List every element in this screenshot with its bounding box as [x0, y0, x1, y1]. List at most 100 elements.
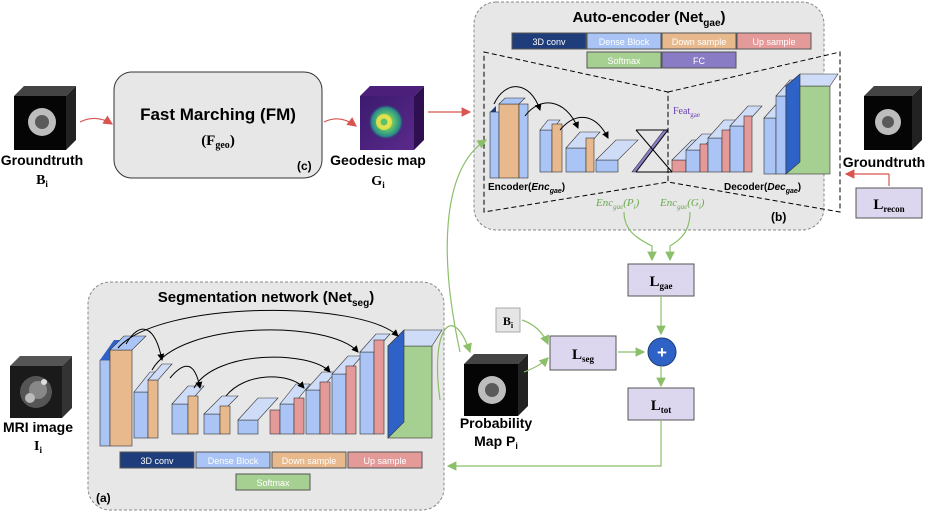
segmentation-title: Segmentation network (Netseg) [158, 289, 374, 309]
l-gae-box [627, 263, 695, 297]
dec-block [729, 105, 763, 173]
arrow-enc-g-to-lgae [665, 211, 691, 262]
b-i-left-label: Bi [36, 173, 48, 189]
seg-softmax-block [373, 329, 443, 439]
l-seg-box [549, 335, 617, 371]
enc-skip-arc [524, 102, 579, 129]
seg-legend-3d-conv-label: 3D conv [140, 456, 174, 466]
arrow-groundtruth-to-fm [79, 115, 114, 125]
enc-block [565, 131, 601, 173]
arrow-ltot-to-segnet [446, 420, 662, 471]
seg-block [133, 363, 173, 439]
legend-3d-conv-label: 3D conv [532, 37, 566, 47]
legend-dense-block-swatch [586, 32, 662, 50]
enc-block [595, 139, 639, 173]
legend-up-sample-label: Up sample [752, 37, 795, 47]
seg-block [171, 385, 205, 435]
encoder-label: Encoder(Encgae) [488, 182, 565, 195]
seg-skip-arc [117, 309, 399, 349]
seg-legend-down-sample [271, 451, 347, 469]
enc-block [489, 106, 500, 179]
bottleneck-line [635, 129, 669, 173]
enc-skip-arc [559, 116, 609, 139]
sum-node [647, 337, 677, 367]
dec-block [707, 119, 739, 173]
enc-block [539, 119, 563, 173]
legend-fc-label: FC [693, 56, 705, 66]
l-recon-box [855, 187, 923, 219]
arrow-prob-to-lseg [523, 357, 549, 373]
legend-dense-block-label: Dense Block [599, 37, 650, 47]
arrow-fm-to-geodesic [323, 117, 357, 127]
groundtruth-right-label: Groundtruth [843, 154, 925, 170]
legend-softmax-swatch [586, 51, 662, 69]
arrow-segnet-to-probmap [436, 325, 472, 401]
seg-skip-arc [193, 356, 331, 389]
fast-marching-tag: (c) [297, 159, 312, 173]
seg-legend-up-sample-label: Up sample [363, 456, 406, 466]
seg-legend-up-sample [347, 451, 423, 469]
i-i-label: Ii [34, 439, 42, 455]
encoder-blocks [489, 86, 673, 179]
legend-3d-conv-swatch [511, 32, 587, 50]
autoencoder-legend: 3D conv Dense Block Down sample Up sampl… [511, 32, 812, 69]
legend-down-sample-swatch [661, 32, 737, 50]
probability-map-label: Probability [460, 415, 533, 431]
seg-legend-softmax-label: Softmax [256, 478, 290, 488]
enc-block [518, 103, 529, 179]
probability-map-label-2: Map Pi [474, 433, 518, 451]
arrow-probmap-to-autoencoder [446, 139, 488, 353]
l-seg-label: Lseg [572, 347, 595, 364]
geodesic-map-cube [360, 86, 424, 150]
l-gae-label: Lgae [649, 274, 672, 291]
seg-legend-down-sample-label: Down sample [282, 456, 337, 466]
seg-legend-dense-block [195, 451, 271, 469]
enc-block [498, 97, 526, 179]
seg-block [237, 397, 279, 435]
seg-legend-softmax [235, 473, 311, 491]
mri-image-cube [10, 356, 72, 418]
autoencoder-title: Auto-encoder (Netgae) [572, 9, 725, 29]
seg-skip-arc [125, 328, 165, 361]
decoder-outline [667, 51, 841, 213]
l-tot-box [627, 387, 695, 421]
groundtruth-right-cube [864, 86, 922, 150]
legend-fc-swatch [661, 51, 737, 69]
fast-marching-title: Fast Marching (FM) [140, 105, 296, 124]
bottleneck-line [635, 129, 673, 173]
mri-image-label: MRI image [3, 419, 73, 435]
probability-map-cube [464, 354, 528, 416]
seg-block [203, 395, 239, 435]
b-i-box [495, 307, 521, 333]
seg-legend-3d-conv [119, 451, 195, 469]
plus-sign: + [657, 343, 667, 362]
enc-skip-arc [493, 86, 542, 111]
fast-marching-subtitle: (Fgeo) [201, 133, 235, 151]
seg-legend-dense-block-label: Dense Block [208, 456, 259, 466]
seg-skip-arc [151, 329, 359, 371]
legend-up-sample-swatch [736, 32, 812, 50]
decoder-blocks [671, 73, 839, 175]
feat-gae-label: Featgae [673, 106, 700, 119]
enc-p-label: Encgae(Pi) [595, 197, 640, 211]
seg-skip-arc [225, 376, 305, 397]
arrow-bi-to-lseg [521, 319, 549, 346]
g-i-label: Gi [371, 174, 385, 190]
segmentation-tag: (a) [96, 491, 111, 505]
b-i-box-label: Bi [503, 314, 514, 330]
segmentation-legend: 3D conv Dense Block Down sample Up sampl… [119, 451, 423, 491]
arrow-enc-p-to-lgae [623, 211, 657, 262]
dec-softmax-block [785, 73, 839, 175]
geodesic-map-label: Geodesic map [330, 152, 426, 168]
autoencoder-tag: (b) [771, 210, 786, 224]
l-recon-label: Lrecon [873, 197, 904, 214]
enc-g-label: Encgae(Gi) [659, 197, 705, 211]
groundtruth-left-cube [14, 86, 76, 150]
segmentation-blocks [99, 309, 443, 447]
decoder-label: Decoder(Decgae) [724, 182, 801, 195]
l-tot-label: Ltot [651, 398, 672, 415]
seg-block [269, 383, 311, 435]
groundtruth-left-label: Groundtruth [1, 152, 83, 168]
